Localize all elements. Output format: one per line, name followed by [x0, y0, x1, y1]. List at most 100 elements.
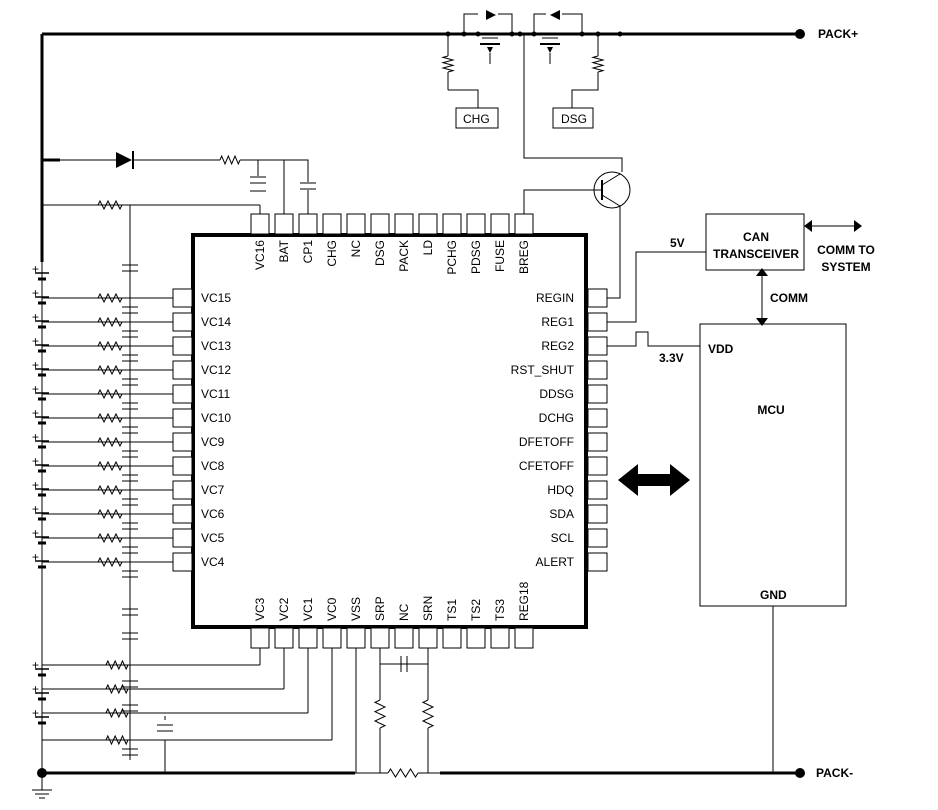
- cell-filter-capacitor: [122, 474, 138, 482]
- can-transceiver-box: [705, 213, 805, 271]
- pin-label-left: VC13: [201, 339, 231, 353]
- pin-label-bottom: TS3: [493, 599, 507, 621]
- ground-node: [37, 768, 47, 778]
- mcu-label: MCU: [757, 403, 784, 417]
- pin-label-right: ALERT: [536, 555, 575, 569]
- pin-pad-bottom: [466, 627, 486, 649]
- pin-label-bottom: VSS: [349, 597, 363, 621]
- pin-label-right: DCHG: [539, 411, 574, 425]
- fet-arrow: [547, 47, 553, 53]
- pin-label-left: VC12: [201, 363, 231, 377]
- transistor-body: [593, 171, 631, 209]
- diode-triangle: [116, 152, 132, 168]
- pin-pad-right: [587, 336, 608, 356]
- cell-plus-sign: +: [32, 478, 39, 492]
- pack-sense-wire: [523, 34, 623, 172]
- pin-pad-top: [418, 213, 438, 235]
- pin-label-top: CHG: [325, 240, 339, 267]
- resistor-zigzag: [97, 412, 123, 424]
- resistor-zigzag: [591, 55, 605, 73]
- can-label-1: CAN: [743, 230, 769, 244]
- cell-plus-sign: +: [32, 502, 39, 516]
- pin-pad-top: [346, 213, 366, 235]
- pin-pad-right: [587, 360, 608, 380]
- resistor-zigzag: [97, 364, 123, 376]
- pin-pad-left: [172, 456, 193, 476]
- pack-plus-terminal: [795, 29, 805, 39]
- junction-dot: [445, 31, 451, 37]
- cell-filter-capacitor: [122, 450, 138, 458]
- fet-arrow: [487, 47, 493, 53]
- pin-pad-bottom: [250, 627, 270, 649]
- cell-tap-resistor: [97, 364, 123, 376]
- pin-pad-top: [514, 213, 534, 235]
- system-arrow-left: [804, 220, 812, 232]
- cell-plus-sign: +: [32, 430, 39, 444]
- cell-plus-sign: +: [32, 550, 39, 564]
- resistor-zigzag: [105, 683, 129, 695]
- pin-pad-right: [587, 552, 608, 572]
- pin-pad-left: [172, 528, 193, 548]
- cell-tap-resistor: [97, 292, 123, 304]
- cell-tap-resistor: [105, 659, 129, 671]
- battery-cell: +: [32, 682, 49, 701]
- wires: [40, 13, 856, 775]
- dsg-body-diode-wire: [533, 13, 546, 34]
- resistor-zigzag: [97, 340, 123, 352]
- pack-minus-label: PACK-: [816, 766, 853, 780]
- gnd-label: GND: [760, 588, 787, 602]
- cell-plus-sign: +: [32, 658, 39, 672]
- bat-capacitor: [250, 176, 266, 184]
- cp1-wire: [284, 159, 309, 182]
- comm-arrow-up: [756, 268, 768, 276]
- pin-label-left: VC14: [201, 315, 231, 329]
- pin-label-right: SDA: [549, 507, 574, 521]
- vc16-resistor: [97, 199, 123, 211]
- pin-label-left: VC7: [201, 483, 225, 497]
- battery-cell: +: [32, 358, 49, 377]
- dsg-fet: [540, 37, 560, 64]
- comm-to-system-label-2: SYSTEM: [821, 260, 870, 274]
- junction-dot: [531, 31, 537, 37]
- supply-diode: [116, 151, 134, 169]
- pin-label-top: PACK: [397, 240, 411, 272]
- pin-pad-top: [490, 213, 510, 235]
- cell-plus-sign: +: [32, 334, 39, 348]
- regulator-transistor: [593, 171, 631, 209]
- pin-pad-right: [587, 504, 608, 524]
- ic-body: [191, 233, 588, 629]
- junction-dot: [461, 31, 467, 37]
- pin-label-right: REG2: [541, 339, 574, 353]
- pin-label-bottom: REG18: [517, 581, 531, 621]
- transistor-emitter: [601, 194, 621, 207]
- cell-filter-capacitor: [122, 570, 138, 578]
- battery-cell: +: [32, 526, 49, 545]
- pin-label-bottom: VC3: [253, 597, 267, 621]
- pin-label-right: DDSG: [539, 387, 574, 401]
- pin-pad-right: [587, 480, 608, 500]
- resistor-zigzag: [97, 460, 123, 472]
- battery-cell: +: [32, 334, 49, 353]
- dsg-gate-wire: [571, 72, 599, 108]
- pin-pad-top: [370, 213, 390, 235]
- pin-label-right: CFETOFF: [519, 459, 574, 473]
- pin-pad-bottom: [442, 627, 462, 649]
- pin-pad-top: [322, 213, 342, 235]
- pin-label-left: VC10: [201, 411, 231, 425]
- pin-label-left: VC11: [201, 387, 230, 401]
- battery-cell: +: [32, 454, 49, 473]
- pack-plus-label: PACK+: [818, 27, 858, 41]
- dsg-gate-resistor: [591, 55, 605, 73]
- pin-label-top: VC16: [253, 240, 267, 270]
- resistor-zigzag: [105, 707, 129, 719]
- comm-to-system-label-1: COMM TO: [817, 243, 875, 257]
- chg-fet-label: CHG: [463, 112, 490, 126]
- cell-filter-capacitor: [122, 378, 138, 386]
- resistor-zigzag: [105, 734, 129, 746]
- cell-plus-sign: +: [32, 262, 39, 276]
- pin-label-top: CP1: [301, 240, 315, 264]
- pin-label-bottom: TS2: [469, 599, 483, 621]
- pin-pad-left: [172, 408, 193, 428]
- resistor-zigzag: [97, 556, 123, 568]
- pin-pad-top: [466, 213, 486, 235]
